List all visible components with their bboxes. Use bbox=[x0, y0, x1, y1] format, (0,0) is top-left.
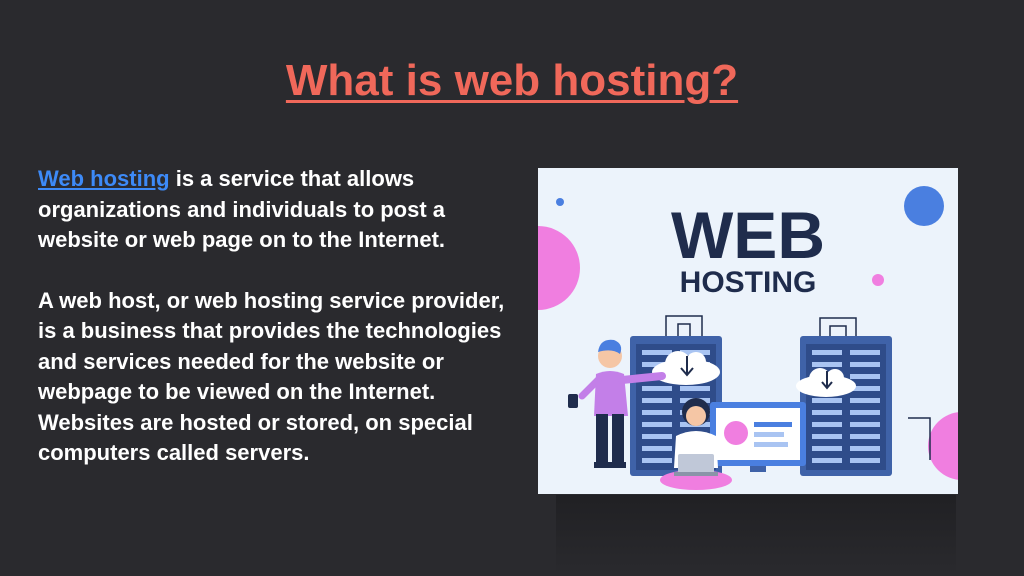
slide-body: Web hosting is a service that allows org… bbox=[38, 164, 508, 469]
pink-circle-right bbox=[928, 412, 958, 480]
web-hosting-illustration: WEB HOSTING bbox=[538, 168, 958, 494]
blue-circle-top-right bbox=[904, 186, 944, 226]
server-rack-right bbox=[800, 336, 892, 476]
cloud-download-icon-left bbox=[652, 351, 720, 385]
pink-circle-left bbox=[538, 226, 580, 310]
paragraph-definition-text: is a service that allows organizations a… bbox=[38, 166, 446, 252]
monitor-icon bbox=[710, 402, 806, 472]
illustration-web-text: WEB bbox=[671, 198, 825, 272]
small-pink-dot bbox=[872, 274, 884, 286]
slide-title: What is web hosting? bbox=[285, 56, 739, 105]
illustration-hosting-text: HOSTING bbox=[680, 266, 817, 299]
paragraph-web-host: A web host, or web hosting service provi… bbox=[38, 287, 505, 466]
cloud-download-icon-right bbox=[796, 368, 856, 397]
man-figure bbox=[568, 339, 666, 468]
paragraph-definition: Web hosting is a service that allows org… bbox=[38, 164, 508, 256]
woman-figure bbox=[660, 398, 732, 490]
image-shadow bbox=[556, 495, 956, 576]
small-blue-dot bbox=[556, 198, 564, 206]
web-hosting-link[interactable]: Web hosting bbox=[38, 166, 170, 191]
